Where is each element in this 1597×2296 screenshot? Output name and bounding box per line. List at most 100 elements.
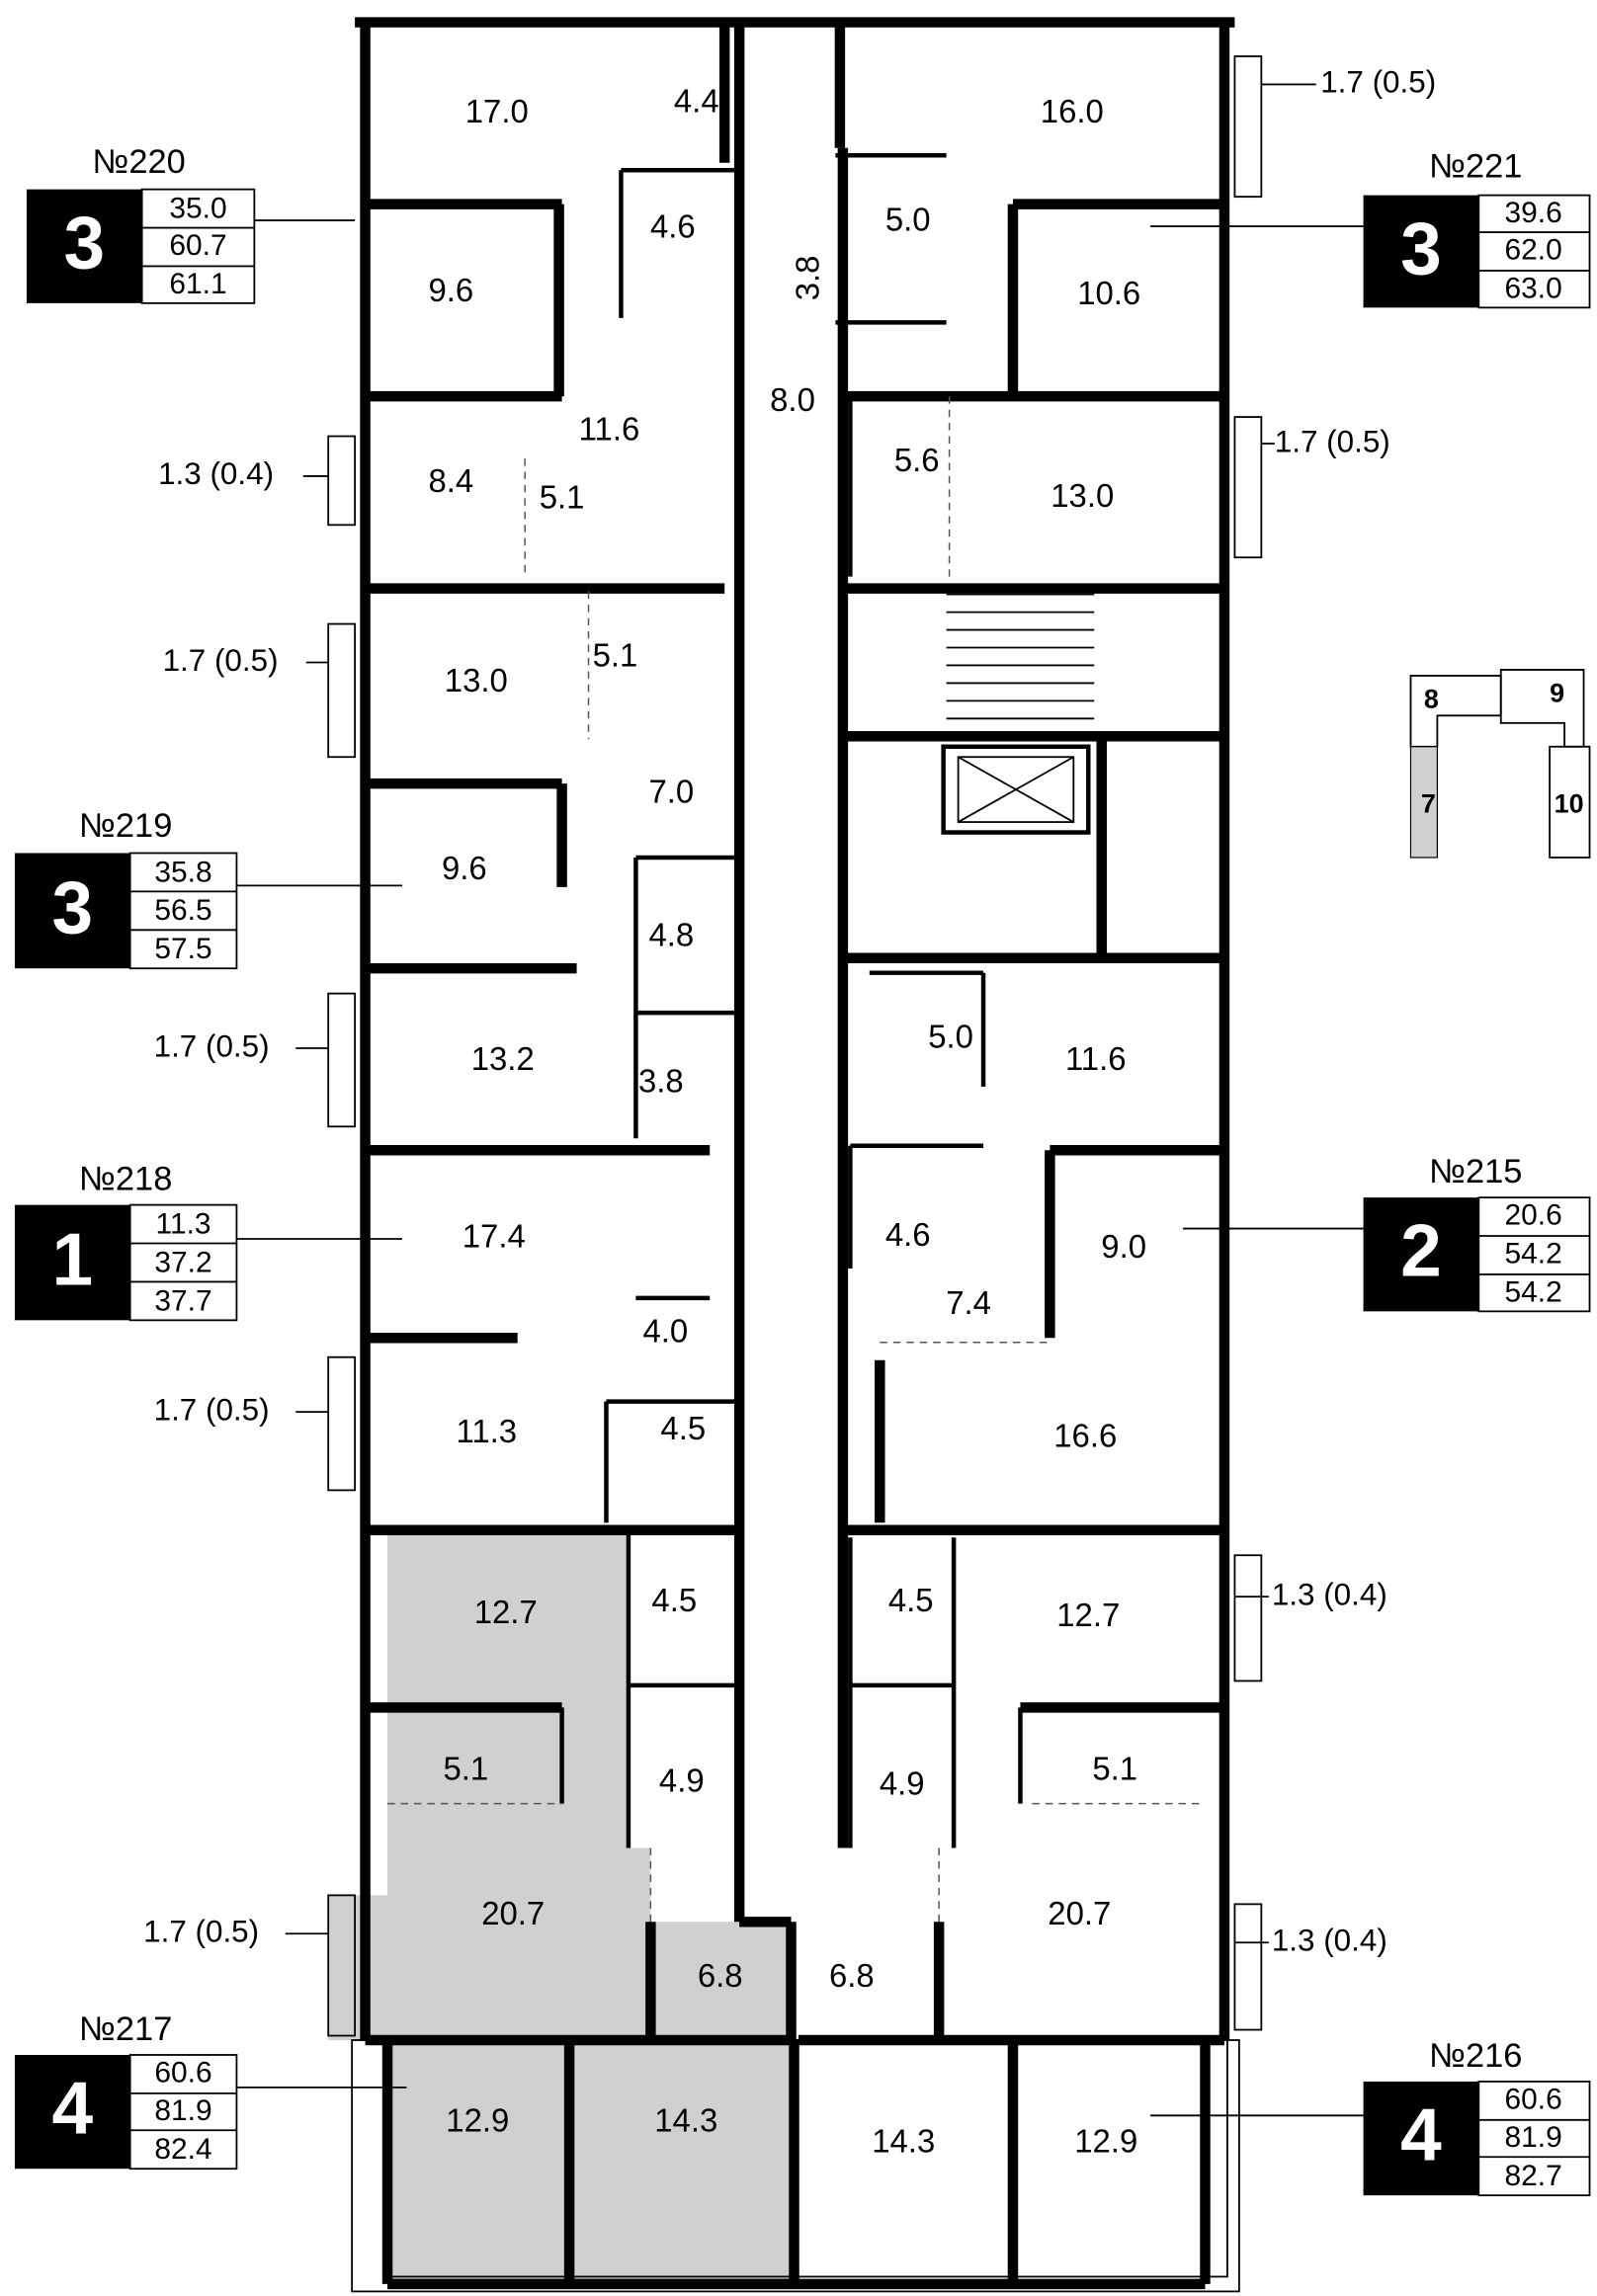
- room-area: 11.3: [456, 1413, 517, 1449]
- total-area-with-balcony: 63.0: [1505, 272, 1562, 304]
- room-area: 10.6: [1077, 275, 1140, 311]
- total-area: 81.9: [154, 2094, 211, 2127]
- section-label: 9: [1550, 678, 1564, 707]
- room-area: 17.4: [462, 1218, 526, 1255]
- apartment-number: №215: [1429, 1153, 1522, 1190]
- room-area: 4.8: [648, 916, 694, 952]
- room-area: 16.6: [1053, 1418, 1117, 1454]
- apartment-number: №218: [79, 1161, 172, 1198]
- balconies: 1.7 (0.5) 1.3 (0.4) 1.7 (0.5) 1.7 (0.5) …: [143, 55, 1436, 2037]
- room-area: 4.6: [650, 208, 696, 245]
- room-area: 16.0: [1041, 93, 1104, 129]
- apartment-number: №219: [79, 807, 172, 845]
- room-area: 7.0: [648, 773, 694, 809]
- room-area: 3.8: [638, 1063, 684, 1100]
- room-count: 1: [52, 1218, 94, 1301]
- living-area: 35.8: [154, 856, 211, 888]
- balcony-area: 1.3 (0.4): [1272, 1924, 1387, 1958]
- total-area-with-balcony: 82.7: [1505, 2160, 1562, 2192]
- apartment-217-highlight[interactable]: [328, 1534, 792, 2284]
- room-count: 3: [52, 866, 94, 949]
- room-area: 20.7: [481, 1895, 545, 1931]
- section-label: 10: [1555, 789, 1584, 819]
- room-area: 13.0: [1051, 477, 1114, 514]
- room-area: 5.0: [885, 201, 931, 237]
- balcony-area: 1.7 (0.5): [163, 643, 279, 678]
- room-area: 12.9: [1074, 2122, 1137, 2159]
- room-area: 4.9: [880, 1764, 925, 1801]
- room-area: 12.7: [474, 1594, 538, 1630]
- room-area: 6.8: [698, 1957, 743, 1994]
- room-count: 4: [52, 2067, 94, 2150]
- stairs: [946, 593, 1095, 720]
- apartment-card-220[interactable]: №220 3 35.0 60.7 61.1: [26, 143, 356, 304]
- room-area: 11.6: [579, 411, 640, 448]
- room-area: 17.0: [465, 93, 529, 129]
- room-area: 9.6: [428, 272, 473, 308]
- room-count: 2: [1400, 1209, 1442, 1292]
- room-area: 5.6: [894, 442, 940, 478]
- room-area: 9.0: [1101, 1228, 1146, 1265]
- room-area: 5.0: [928, 1019, 973, 1055]
- room-area: 4.9: [659, 1762, 705, 1798]
- room-area: 11.6: [1065, 1040, 1127, 1077]
- room-area: 8.0: [770, 381, 815, 418]
- apartment-card-217[interactable]: №217 4 60.6 81.9 82.4: [14, 2010, 407, 2171]
- balcony-area: 1.3 (0.4): [158, 456, 274, 491]
- apartment-card-216[interactable]: №216 4 60.6 81.9 82.7: [1150, 2037, 1591, 2197]
- room-area: 12.7: [1056, 1597, 1120, 1633]
- balcony-area: 1.7 (0.5): [1320, 65, 1436, 100]
- section-7-highlight: [1409, 746, 1438, 859]
- total-area: 62.0: [1505, 233, 1562, 266]
- living-area: 60.6: [1505, 2083, 1562, 2115]
- section-label: 7: [1421, 789, 1436, 819]
- room-area: 4.0: [642, 1312, 688, 1349]
- room-area: 7.4: [946, 1284, 991, 1321]
- total-area-with-balcony: 37.7: [154, 1284, 211, 1317]
- room-area: 20.7: [1048, 1895, 1111, 1931]
- apartment-number: №221: [1429, 148, 1522, 186]
- room-area: 4.5: [888, 1582, 934, 1618]
- total-area-with-balcony: 61.1: [169, 268, 226, 300]
- room-area: 6.8: [829, 1957, 875, 1994]
- room-area: 14.3: [654, 2101, 717, 2138]
- room-area: 4.6: [885, 1216, 931, 1253]
- apartment-number: №220: [92, 143, 185, 181]
- balcony-area: 1.3 (0.4): [1272, 1577, 1387, 1611]
- total-area: 60.7: [169, 229, 226, 262]
- section-key-map: 8 9 7 10: [1409, 669, 1591, 859]
- room-area: 13.2: [471, 1040, 535, 1077]
- apartment-number: №216: [1429, 2037, 1522, 2075]
- total-area: 81.9: [1505, 2121, 1562, 2154]
- living-area: 39.6: [1505, 197, 1562, 229]
- room-area: 9.6: [442, 850, 487, 886]
- living-area: 20.6: [1505, 1198, 1562, 1231]
- room-area: 5.1: [540, 479, 585, 516]
- walls: [351, 17, 1240, 2293]
- total-area-with-balcony: 82.4: [154, 2133, 211, 2166]
- total-area: 54.2: [1505, 1237, 1562, 1270]
- room-area: 12.9: [446, 2101, 509, 2138]
- room-area: 5.1: [593, 637, 638, 674]
- apartment-card-219[interactable]: №219 3 35.8 56.5 57.5: [14, 807, 402, 970]
- balcony-area: 1.7 (0.5): [154, 1392, 270, 1427]
- total-area-with-balcony: 54.2: [1505, 1275, 1562, 1308]
- living-area: 11.3: [156, 1207, 211, 1240]
- apartment-card-215[interactable]: №215 2 20.6 54.2 54.2: [1183, 1153, 1591, 1313]
- room-area: 3.8: [790, 256, 826, 301]
- room-count: 3: [1400, 206, 1442, 289]
- living-area: 60.6: [154, 2056, 211, 2089]
- elevator: [941, 744, 1091, 835]
- apartment-card-218[interactable]: №218 1 11.3 37.2 37.7: [14, 1161, 402, 1322]
- room-area: 14.3: [872, 2122, 935, 2159]
- total-area-with-balcony: 57.5: [154, 933, 211, 965]
- apartment-card-221[interactable]: №221 3 39.6 62.0 63.0: [1150, 148, 1591, 309]
- room-count: 4: [1400, 2093, 1442, 2176]
- room-area: 8.4: [428, 462, 473, 499]
- room-area: 13.0: [445, 662, 508, 698]
- total-area: 37.2: [154, 1246, 211, 1278]
- room-area: 4.5: [660, 1410, 706, 1446]
- balcony-area: 1.7 (0.5): [154, 1028, 270, 1063]
- room-area: 5.1: [1092, 1750, 1137, 1786]
